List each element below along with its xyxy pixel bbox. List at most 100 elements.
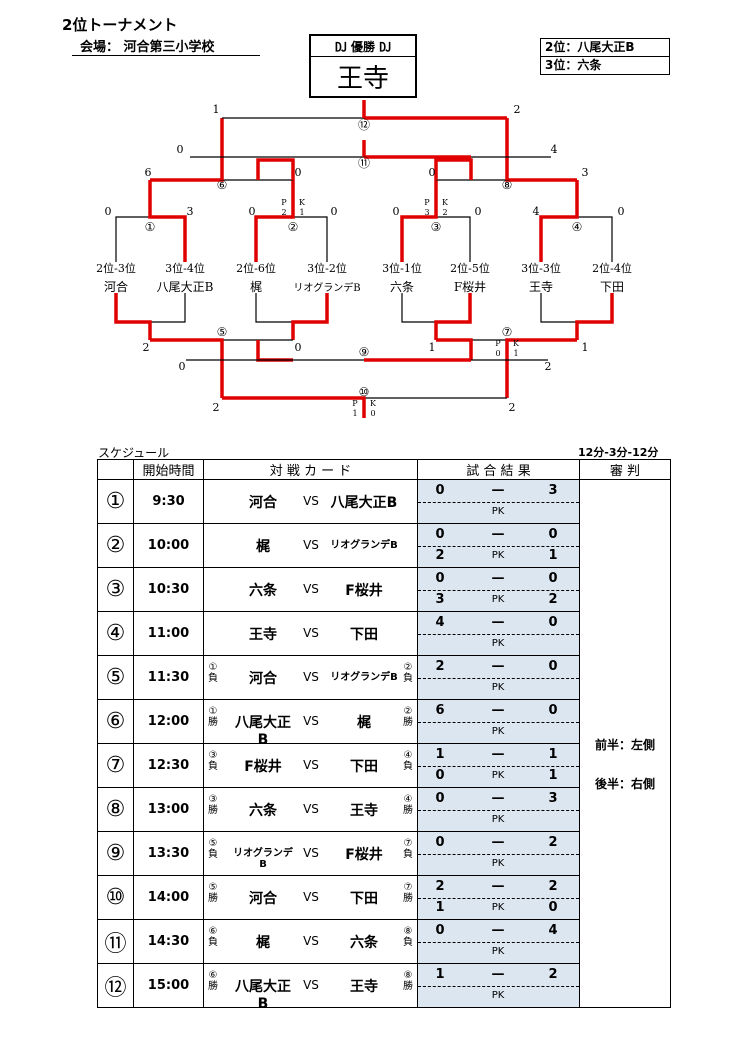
- loser-line-4: [540, 293, 613, 323]
- pk-score-a: 0: [435, 768, 445, 783]
- team-seed: 3位-1位: [382, 261, 422, 275]
- loser-path-1: [114, 293, 152, 340]
- match-rule: 12分-3分-12分: [578, 446, 659, 459]
- score-a: 0: [435, 483, 445, 498]
- team-b-note: ⑧負: [403, 926, 413, 948]
- pk-label: PK: [491, 858, 505, 869]
- score-row: 1—2: [418, 964, 579, 987]
- start-time: 11:30: [133, 655, 204, 700]
- team-a-note: ③勝: [208, 794, 218, 816]
- team-b: 八尾大正B: [330, 495, 398, 511]
- team-b: リオグランデB: [330, 672, 398, 683]
- score-a: 0: [435, 791, 445, 806]
- pk-row: PK: [418, 678, 579, 698]
- header-number: [97, 459, 134, 480]
- vs-label: VS: [303, 582, 319, 596]
- pk-score: 0: [370, 409, 375, 418]
- bracket-score: 0: [331, 205, 338, 218]
- pk-score-b: 2: [548, 592, 558, 607]
- start-time: 13:30: [133, 831, 204, 876]
- team-seed: 2位-5位: [450, 261, 490, 275]
- winner-line-1: [148, 180, 187, 262]
- bracket-score: 0: [295, 166, 302, 179]
- pk-row: PK: [418, 722, 579, 742]
- champion-name: 王寺: [336, 64, 389, 94]
- score-dash: —: [491, 791, 505, 806]
- team-seed: 2位-4位: [592, 261, 632, 275]
- team-a: 六条: [249, 803, 277, 819]
- team-a-note: ⑥負: [208, 926, 218, 948]
- team-name: 八尾大正B: [157, 280, 214, 294]
- score-a: 1: [435, 747, 445, 762]
- score-dash: —: [491, 571, 505, 586]
- bracket-score: 2: [213, 401, 220, 414]
- score-b: 4: [548, 923, 558, 938]
- match-mark: ⑫: [358, 118, 370, 132]
- team-name: 下田: [600, 280, 624, 294]
- team-a-note: ①勝: [208, 706, 218, 728]
- referee-first-half: 前半：左側: [594, 737, 655, 752]
- team-b: F桜井: [345, 847, 383, 863]
- score-dash: —: [491, 879, 505, 894]
- match-mark: ①: [145, 220, 156, 234]
- team-a-note: ⑥勝: [208, 970, 218, 992]
- pk-mark: K: [513, 339, 520, 348]
- venue-label: 会場： 河合第三小学校: [80, 40, 215, 55]
- team-a: 河合: [249, 891, 277, 907]
- match-number: ①: [97, 479, 134, 524]
- team-b: 梶: [357, 715, 371, 731]
- schedule-label: スケジュール: [98, 446, 170, 460]
- pk-row: PK: [418, 634, 579, 654]
- pk-label: PK: [491, 990, 505, 1001]
- pk-score: 2: [442, 208, 447, 217]
- team-a-note: ①負: [208, 662, 218, 684]
- vs-label: VS: [303, 846, 319, 860]
- pk-mark: P: [495, 339, 501, 348]
- team-b-note: ⑦勝: [403, 882, 413, 904]
- score-row: 6—0: [418, 700, 579, 723]
- team-b: 王寺: [350, 803, 378, 819]
- header-time: 開始時間: [133, 459, 204, 480]
- score-row: 0—0: [418, 568, 579, 591]
- score-b: 0: [548, 615, 558, 630]
- bracket-score: 1: [213, 103, 220, 116]
- team-a-note: ⑤勝: [208, 882, 218, 904]
- score-b: 2: [548, 967, 558, 982]
- score-row: 0—3: [418, 788, 579, 811]
- pk-score-b: 1: [548, 768, 558, 783]
- loser-line-5: [256, 340, 293, 362]
- score-dash: —: [491, 747, 505, 762]
- pk-label: PK: [491, 550, 505, 561]
- bracket-score: 6: [145, 166, 152, 179]
- score-row: 2—0: [418, 656, 579, 679]
- pk-score-b: 0: [548, 900, 558, 915]
- team-b-note: ④勝: [403, 794, 413, 816]
- match-mark: ⑧: [502, 178, 513, 192]
- match-mark: ⑩: [359, 385, 370, 399]
- bracket-score: 0: [475, 205, 482, 218]
- pk-score-b: 1: [548, 548, 558, 563]
- bracket-score: 2: [514, 103, 521, 116]
- vs-label: VS: [303, 890, 319, 904]
- vs-label: VS: [303, 934, 319, 948]
- match-mark: ⑤: [217, 325, 228, 339]
- score-dash: —: [491, 483, 505, 498]
- team-a-note: ⑤負: [208, 838, 218, 860]
- loser-line-7: [436, 338, 473, 360]
